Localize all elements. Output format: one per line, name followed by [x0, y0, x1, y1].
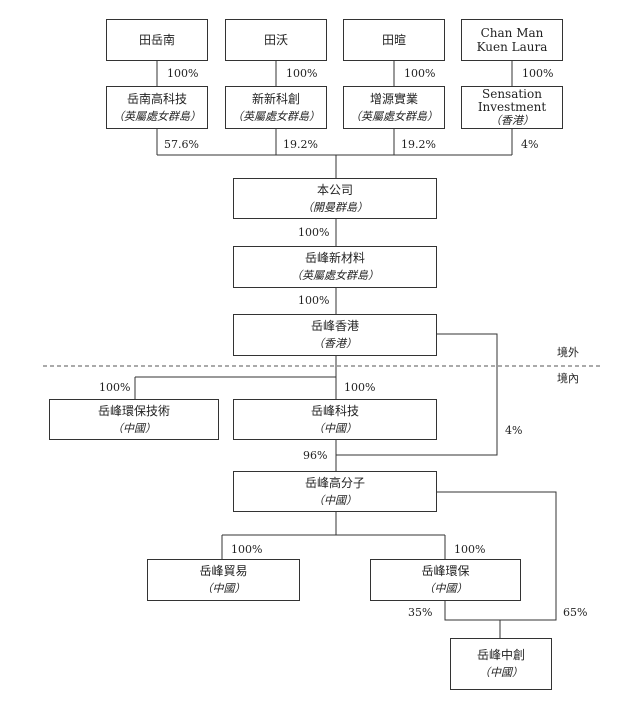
node-name-line1: Sensation: [482, 87, 542, 101]
pct-polymer-env: 100%: [454, 543, 486, 556]
node-place: （英屬處女群島）: [350, 109, 438, 123]
node-yuefeng-zhongchuang: 岳峰中創 （中國）: [450, 638, 552, 690]
node-yuefeng-materials: 岳峰新材料 （英屬處女群島）: [233, 246, 437, 288]
pct-sensation: 4%: [521, 138, 539, 151]
node-place: （中國）: [112, 421, 156, 435]
pct-env-zhongchuang: 35%: [408, 606, 433, 619]
node-yuefeng-env: 岳峰環保 （中國）: [370, 559, 521, 601]
node-name: 田岳南: [138, 32, 175, 47]
node-name: 田暄: [381, 32, 406, 47]
node-name-line1: Chan Man: [480, 26, 544, 40]
pct-polymer-trade: 100%: [231, 543, 263, 556]
node-name: 岳峰香港: [310, 319, 359, 333]
node-yuefeng-hk: 岳峰香港 （香港）: [233, 314, 437, 356]
pct-polymer-zhongchuang: 65%: [563, 606, 588, 619]
region-onshore-label: 境內: [557, 372, 579, 385]
node-yuenan-tech: 岳南高科技 （英屬處女群島）: [106, 86, 208, 129]
node-chan-man-kuen-laura: Chan Man Kuen Laura: [461, 19, 563, 61]
node-name: 岳南高科技: [126, 91, 187, 106]
node-name: 岳峰科技: [310, 403, 359, 418]
pct-tech-polymer: 96%: [303, 449, 328, 462]
node-name-line2: Kuen Laura: [476, 40, 548, 54]
pct-company-materials: 100%: [298, 226, 330, 239]
pct-yuenan-tech: 57.6%: [164, 138, 199, 151]
node-place: （中國）: [423, 582, 468, 595]
node-name: 岳峰新材料: [304, 251, 365, 265]
node-place: （中國）: [479, 666, 523, 679]
node-tian-wo: 田沃: [225, 19, 327, 61]
pct-materials-hk: 100%: [298, 294, 330, 307]
node-place: （中國）: [313, 421, 357, 435]
node-name: 岳峰中創: [476, 648, 525, 662]
node-zengyuan-shiye: 增源實業 （英屬處女群島）: [343, 86, 445, 129]
line-hk-polymer-loop: [336, 333, 498, 456]
node-place: （英屬處女群島）: [113, 109, 201, 123]
pct-tian-wo: 100%: [286, 67, 318, 80]
node-name-line2: Investment: [477, 100, 547, 114]
node-tian-yuenan: 田岳南: [106, 19, 208, 61]
pct-tian-yuenan: 100%: [167, 67, 199, 80]
node-yuefeng-polymer: 岳峰高分子 （中國）: [233, 471, 437, 512]
node-yuefeng-env-tech: 岳峰環保技術 （中國）: [49, 399, 219, 440]
node-name: 新新科創: [251, 91, 300, 106]
pct-tian-xuan: 100%: [404, 67, 436, 80]
pct-hk-env-tech: 100%: [99, 381, 131, 394]
node-place: （香港）: [313, 337, 357, 350]
node-place: （英屬處女群島）: [291, 269, 379, 282]
node-tian-xuan: 田暄: [343, 19, 445, 61]
node-sensation-investment: Sensation Investment （香港）: [461, 86, 563, 129]
node-place: （中國）: [313, 493, 357, 507]
node-place: （開曼群島）: [302, 200, 368, 214]
node-name: 岳峰環保: [421, 564, 470, 578]
node-company: 本公司 （開曼群島）: [233, 178, 437, 219]
line-polymer-zhongchuang: [437, 491, 557, 621]
node-name: 岳峰環保技術: [97, 403, 170, 418]
node-name: 增源實業: [369, 91, 418, 106]
node-yuefeng-tech: 岳峰科技 （中國）: [233, 399, 437, 440]
node-xinxin-kechuang: 新新科創 （英屬處女群島）: [225, 86, 327, 129]
node-name: 岳峰貿易: [199, 564, 248, 578]
node-place: （香港）: [490, 114, 534, 127]
pct-hk-polymer: 4%: [505, 424, 523, 437]
node-name: 田沃: [263, 32, 288, 47]
pct-chan: 100%: [522, 67, 554, 80]
pct-xinxin: 19.2%: [283, 138, 318, 151]
node-place: （英屬處女群島）: [232, 109, 320, 123]
node-name: 本公司: [316, 182, 353, 197]
node-name: 岳峰高分子: [304, 475, 365, 490]
node-yuefeng-trade: 岳峰貿易 （中國）: [147, 559, 300, 601]
pct-hk-tech: 100%: [344, 381, 376, 394]
node-place: （中國）: [201, 582, 246, 595]
line-env-zhongchuang: [444, 601, 501, 638]
region-offshore-label: 境外: [557, 346, 579, 359]
pct-zengyuan: 19.2%: [401, 138, 436, 151]
